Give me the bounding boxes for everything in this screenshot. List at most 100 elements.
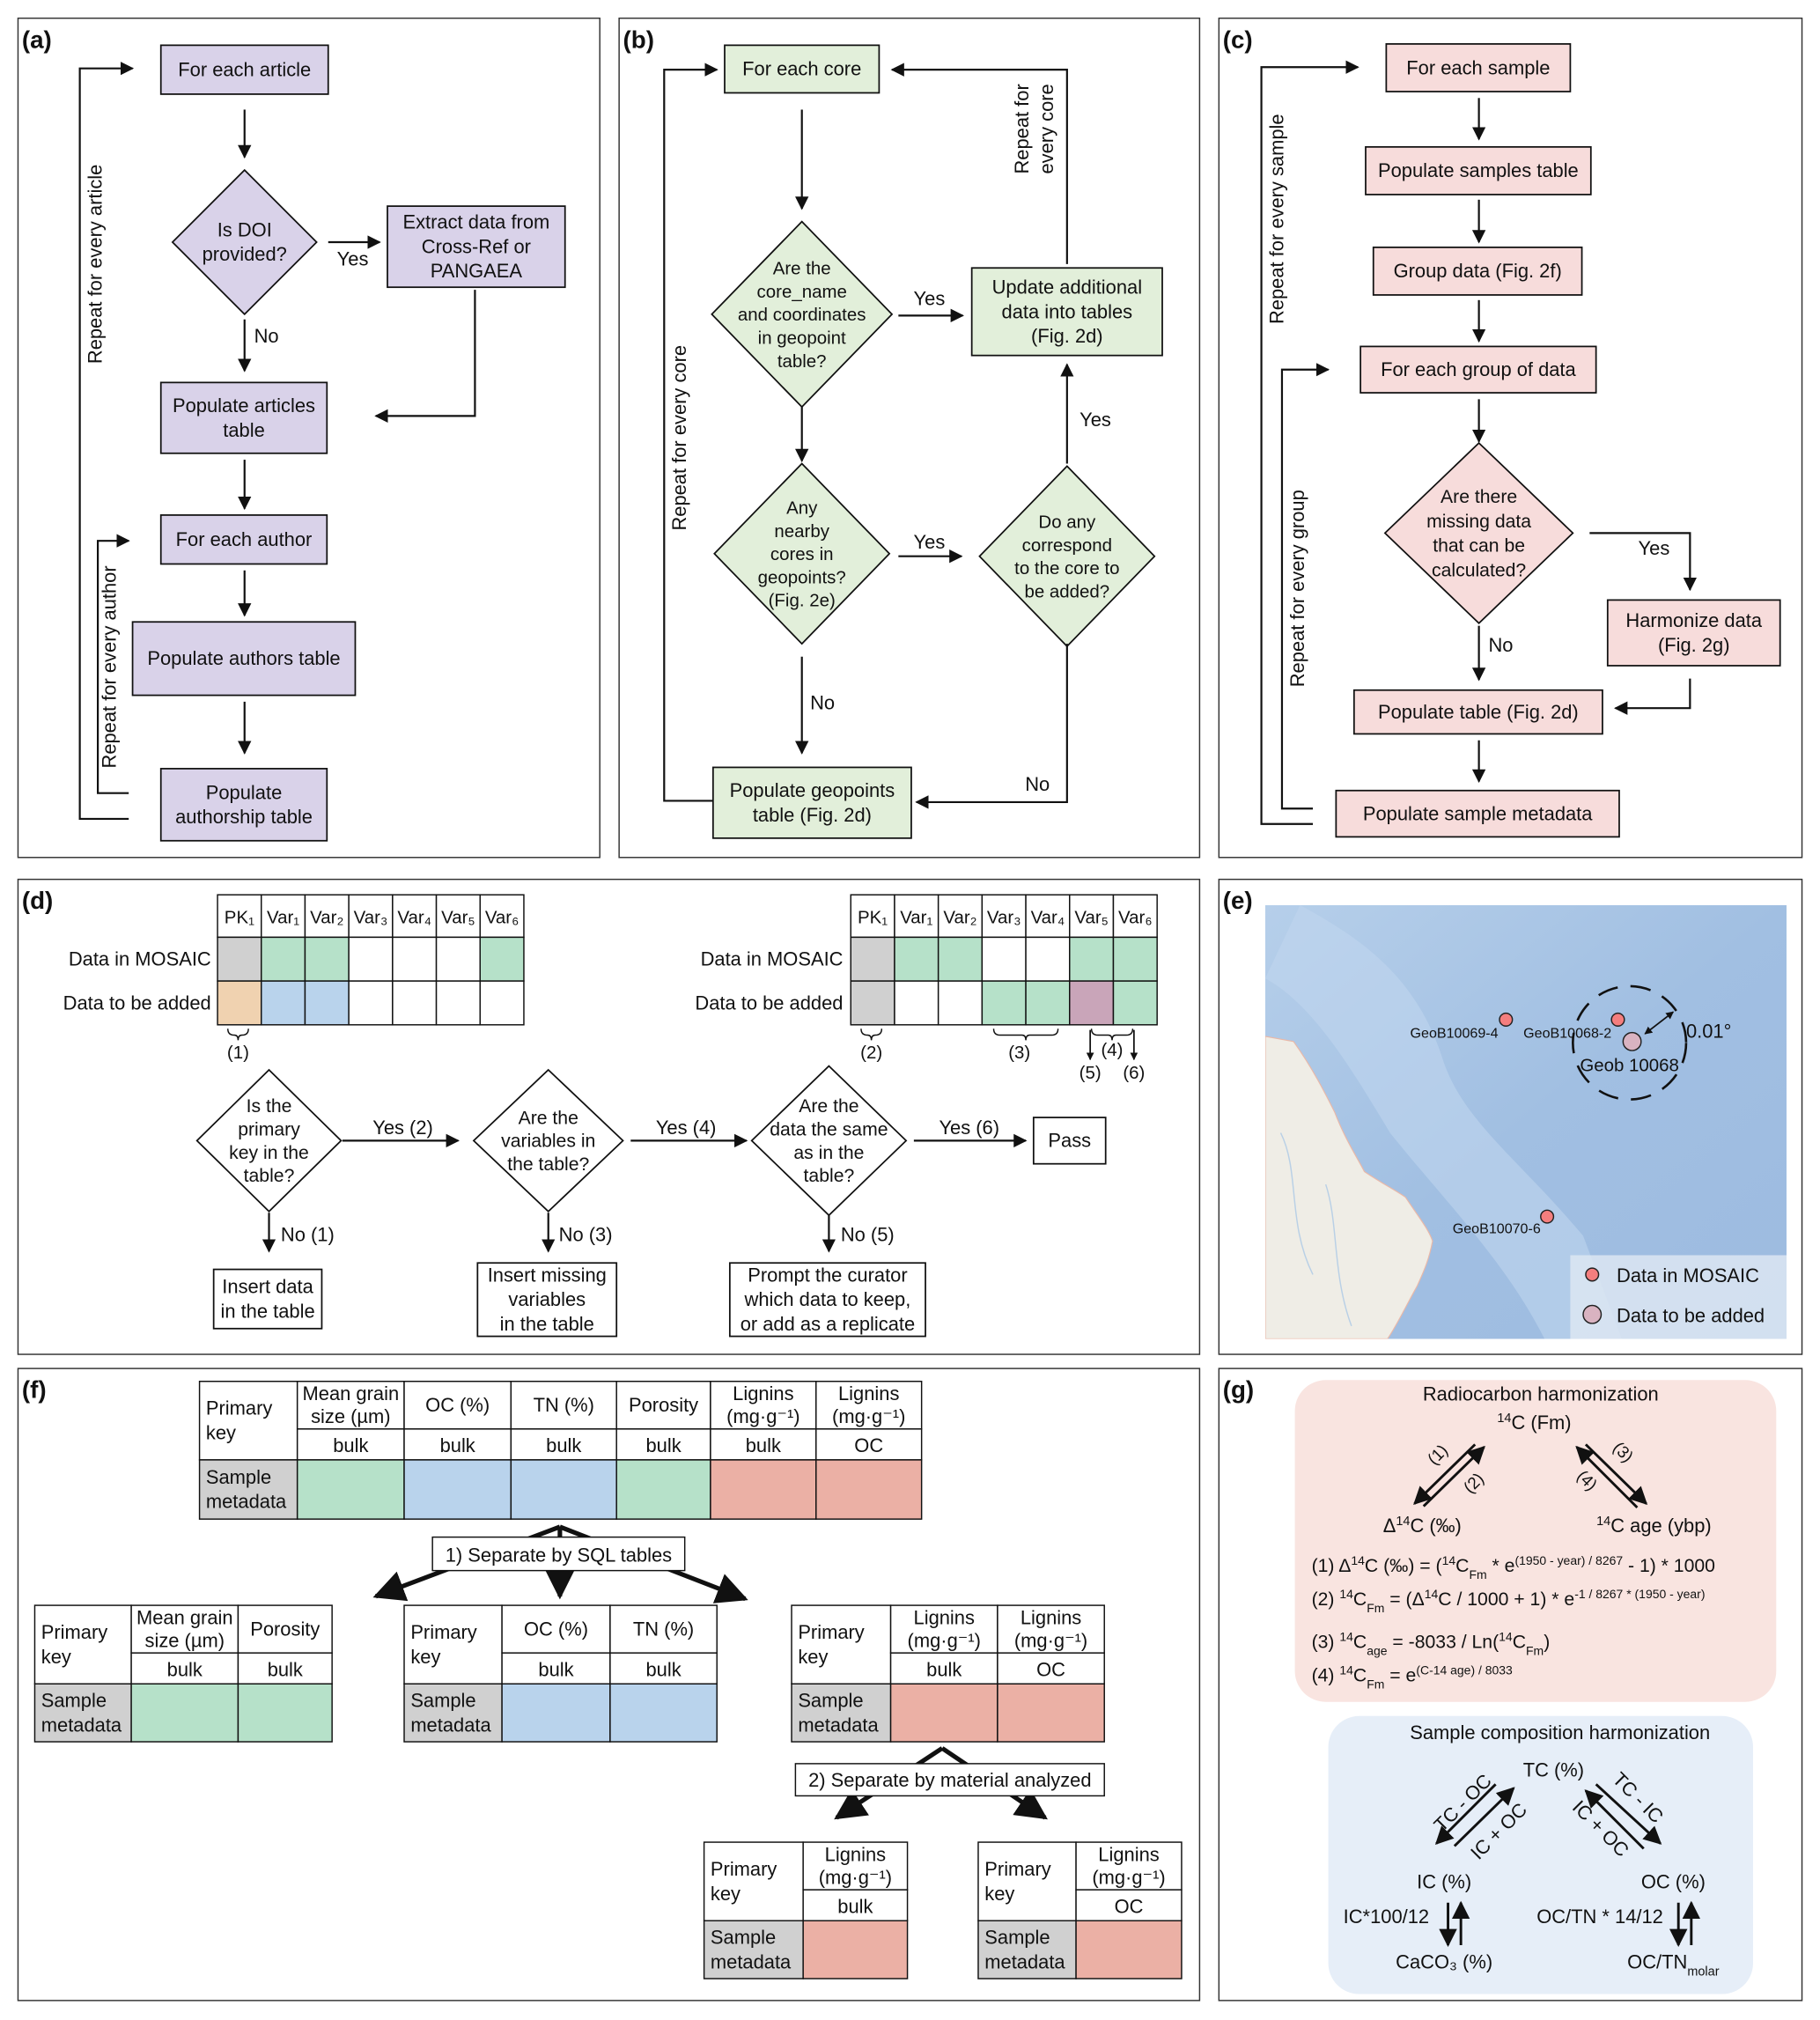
column-header-line: Mean grain bbox=[303, 1382, 400, 1404]
correspond-decision-line: Do any bbox=[1038, 512, 1096, 533]
point-label: GeoB10068-2 bbox=[1523, 1025, 1611, 1041]
brace bbox=[860, 1028, 883, 1041]
material-label: bulk bbox=[333, 1434, 368, 1456]
formula-part: C (Fm) bbox=[1511, 1412, 1571, 1434]
legend-label: Data in MOSAIC bbox=[1617, 1264, 1759, 1286]
data-cell-blue bbox=[510, 1459, 617, 1520]
primary-key-header-line: Primary bbox=[41, 1621, 107, 1643]
group-data-box-line: Group data (Fig. 2f) bbox=[1394, 260, 1562, 282]
insert-missing-box-line: in the table bbox=[500, 1313, 594, 1335]
column-header-cell bbox=[296, 1381, 405, 1430]
step1-label: 1) Separate by SQL tables bbox=[446, 1544, 672, 1566]
data-cell-green bbox=[296, 1459, 405, 1520]
formula-part: 14 bbox=[1499, 1629, 1513, 1643]
for-each-core-box-shape bbox=[724, 44, 881, 94]
populate-geopoints-box-shape bbox=[711, 766, 912, 839]
nearby-cores-decision-line: Any bbox=[786, 498, 818, 518]
column-header-line: TN (%) bbox=[534, 1394, 594, 1416]
point-label: GeoB10069-4 bbox=[1411, 1025, 1499, 1041]
primary-key-header-line: Primary bbox=[410, 1621, 476, 1643]
populate-authors-box-shape bbox=[131, 621, 357, 697]
nearby-cores-decision-line: geopoints? bbox=[758, 567, 846, 587]
point-label: Geob 10068 bbox=[1580, 1055, 1679, 1075]
grain-porosity-table bbox=[33, 1604, 333, 1743]
search-radius-circle bbox=[1572, 984, 1688, 1101]
data-cell-green bbox=[894, 936, 939, 982]
update-tables-box-shape bbox=[970, 267, 1163, 357]
variables-decision-diamond bbox=[472, 1068, 624, 1213]
repeat-core-label: Repeat for every core bbox=[668, 345, 690, 531]
material-label: bulk bbox=[645, 1434, 681, 1456]
data-cell-green bbox=[615, 1459, 711, 1520]
data-cell-white bbox=[348, 936, 394, 982]
material-cell bbox=[1075, 1889, 1183, 1921]
material-label: OC bbox=[854, 1434, 883, 1456]
yes-label: Yes bbox=[1079, 409, 1111, 431]
data-cell-green bbox=[1112, 980, 1158, 1026]
formula-part: 14 bbox=[1497, 1412, 1511, 1426]
equation: (2) 14CFm = (Δ14C / 1000 + 1) * e-1 / 82… bbox=[1312, 1587, 1706, 1615]
harmonize-data-box-shape bbox=[1606, 599, 1781, 667]
arrow bbox=[1584, 1789, 1645, 1850]
column-header-line: Mean grain bbox=[136, 1606, 233, 1628]
formula-part: - 1) * 1000 bbox=[1623, 1556, 1715, 1576]
data-cell-white bbox=[435, 936, 481, 982]
column-header: Var₆ bbox=[485, 907, 519, 927]
data-cell-green bbox=[304, 936, 350, 982]
primary-key-header-line: key bbox=[410, 1646, 440, 1668]
column-header-line: Lignins bbox=[1021, 1606, 1081, 1628]
formula-part: * e bbox=[1487, 1556, 1515, 1576]
land bbox=[1264, 1036, 1433, 1339]
marker: (3) bbox=[1008, 1043, 1030, 1063]
update-tables-box bbox=[970, 267, 1163, 357]
material-label: OC bbox=[1115, 1895, 1144, 1917]
nearby-cores-decision-line: (Fig. 2e) bbox=[769, 591, 836, 611]
formula-part: C bbox=[1513, 1632, 1526, 1652]
data-cell-blue bbox=[261, 980, 306, 1026]
column-header-cell bbox=[261, 894, 306, 939]
populate-articles-box-shape bbox=[159, 381, 328, 454]
for-each-core-box bbox=[724, 44, 881, 94]
material-cell bbox=[815, 1428, 923, 1461]
formula-part: = e bbox=[1384, 1665, 1416, 1685]
column-header-line: Lignins bbox=[733, 1382, 793, 1404]
data-cell-salmon bbox=[889, 1683, 998, 1743]
oc-node: OC (%) bbox=[1641, 1871, 1706, 1893]
correspond-decision-line: be added? bbox=[1024, 581, 1109, 601]
populate-samples-box-line: Populate samples table bbox=[1378, 159, 1579, 181]
panel-frame bbox=[17, 17, 601, 859]
yes-label: Yes bbox=[1639, 537, 1670, 559]
material-label: bulk bbox=[645, 1658, 681, 1680]
primary-key-header-line: key bbox=[984, 1883, 1014, 1905]
extract-data-box-line: Extract data from bbox=[402, 211, 549, 233]
populate-authorship-box bbox=[159, 768, 328, 842]
panel-frame bbox=[17, 1368, 1201, 2002]
no-label: No bbox=[1025, 773, 1050, 795]
yes-label: Yes (4) bbox=[656, 1117, 717, 1139]
for-each-sample-box-shape bbox=[1385, 43, 1572, 92]
column-header-line: Porosity bbox=[250, 1618, 320, 1640]
column-header-line: (mg·g⁻¹) bbox=[1014, 1630, 1087, 1652]
legend-mosaic-icon bbox=[1585, 1267, 1600, 1282]
row-label: Data in MOSAIC bbox=[69, 948, 211, 970]
panel-frame bbox=[1218, 1368, 1803, 2002]
correspond-decision-line: to the core to bbox=[1014, 558, 1119, 579]
composition-title: Sample composition harmonization bbox=[1410, 1721, 1710, 1744]
river bbox=[1279, 1132, 1352, 1327]
column-header-cell bbox=[815, 1381, 923, 1430]
formula-part: 14 bbox=[1425, 1587, 1439, 1601]
column-header: Var₄ bbox=[397, 907, 431, 927]
populate-table-box-line: Populate table (Fig. 2d) bbox=[1378, 701, 1579, 723]
update-tables-box-line: data into tables bbox=[1002, 300, 1133, 322]
column-header-cell bbox=[609, 1604, 718, 1654]
column-header: Var₁ bbox=[900, 907, 932, 927]
data-cell-green bbox=[1069, 936, 1115, 982]
material-cell bbox=[403, 1428, 512, 1461]
radiocarbon-title: Radiocarbon harmonization bbox=[1423, 1383, 1659, 1405]
no-label: No bbox=[254, 325, 279, 347]
arrow bbox=[374, 290, 476, 424]
no-label: No bbox=[810, 692, 835, 714]
marker: (2) bbox=[860, 1043, 882, 1063]
column-header-cell bbox=[937, 894, 984, 939]
primary-key-decision-line: key in the bbox=[229, 1143, 309, 1163]
